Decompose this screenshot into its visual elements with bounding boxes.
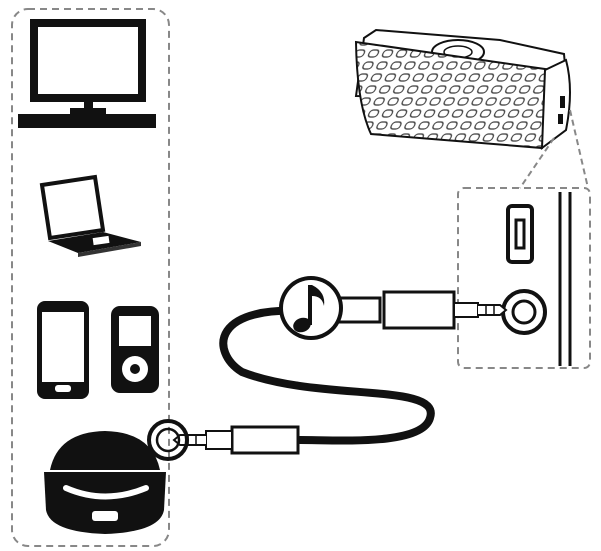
portable-speaker-icon xyxy=(354,28,571,151)
port-detail-frame xyxy=(457,187,591,369)
cd-player-icon xyxy=(44,431,166,534)
music-note-icon xyxy=(279,276,343,340)
leader-line-left xyxy=(519,137,555,189)
aux-in-port-icon xyxy=(501,289,547,335)
device-panel-frame xyxy=(11,8,170,547)
smartphone-icon xyxy=(37,301,89,399)
mp3-player-icon xyxy=(111,306,159,393)
usb-port-icon xyxy=(506,204,534,264)
laptop-icon xyxy=(39,174,141,257)
tv-icon xyxy=(18,19,156,128)
audio-cable-icon xyxy=(147,290,508,461)
leader-line-right xyxy=(569,109,589,189)
